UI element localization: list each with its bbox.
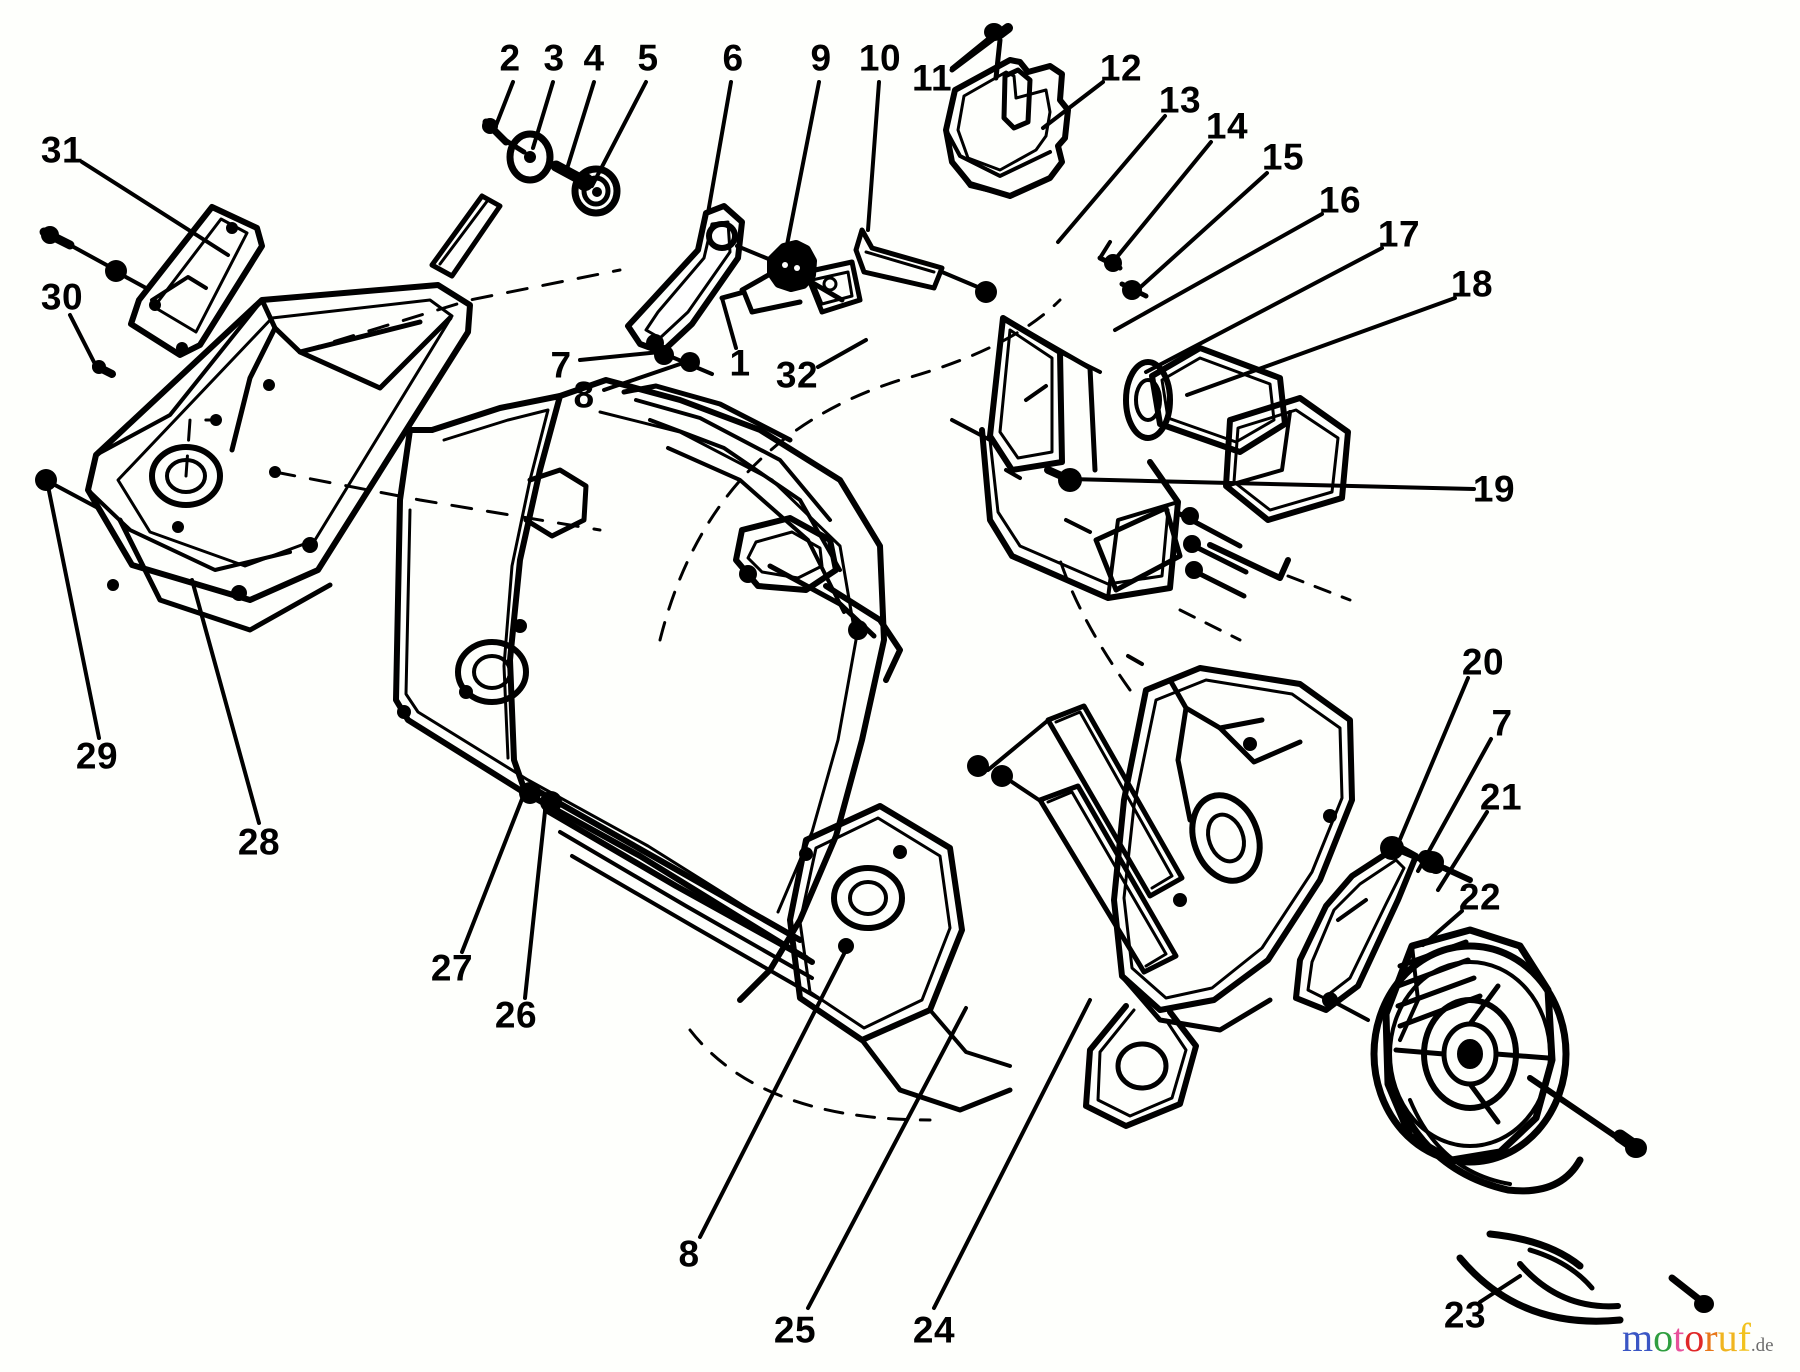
watermark-letter-3: o bbox=[1684, 1315, 1705, 1360]
callout-number-20[interactable]: 20 bbox=[1461, 641, 1505, 683]
hardware-stack-2-5 bbox=[482, 118, 621, 217]
callout-number-17[interactable]: 17 bbox=[1377, 213, 1421, 255]
callout-number-21[interactable]: 21 bbox=[1479, 776, 1523, 818]
callout-number-18[interactable]: 18 bbox=[1450, 263, 1494, 305]
callout-number-28[interactable]: 28 bbox=[237, 821, 281, 863]
callout-number-7b[interactable]: 7 bbox=[1491, 702, 1513, 744]
part-pin-top bbox=[429, 193, 503, 279]
callout-number-14[interactable]: 14 bbox=[1205, 105, 1249, 147]
part-21-cover-plate bbox=[1293, 843, 1419, 1022]
callout-number-22[interactable]: 22 bbox=[1458, 876, 1502, 918]
callout-number-15[interactable]: 15 bbox=[1261, 136, 1305, 178]
callout-number-30[interactable]: 30 bbox=[40, 276, 84, 318]
callout-number-9[interactable]: 9 bbox=[810, 37, 832, 79]
callout-number-23[interactable]: 23 bbox=[1443, 1294, 1487, 1336]
callout-number-16[interactable]: 16 bbox=[1318, 179, 1362, 221]
motoruf-watermark[interactable]: motoruf.de bbox=[1622, 1318, 1774, 1358]
callout-number-7a[interactable]: 7 bbox=[550, 344, 572, 386]
callout-number-13[interactable]: 13 bbox=[1158, 79, 1202, 121]
watermark-letter-0: m bbox=[1622, 1315, 1654, 1360]
part-10-rod bbox=[853, 227, 997, 303]
callout-number-8a[interactable]: 8 bbox=[573, 374, 595, 416]
callout-number-19[interactable]: 19 bbox=[1472, 468, 1516, 510]
callout-number-8c[interactable]: 8 bbox=[678, 1233, 700, 1275]
callout-number-2[interactable]: 2 bbox=[499, 37, 521, 79]
watermark-suffix: .de bbox=[1750, 1335, 1774, 1356]
callout-number-27[interactable]: 27 bbox=[430, 947, 474, 989]
callout-number-26[interactable]: 26 bbox=[494, 994, 538, 1036]
callout-number-31[interactable]: 31 bbox=[40, 129, 84, 171]
callout-number-24[interactable]: 24 bbox=[912, 1309, 956, 1351]
callout-number-32[interactable]: 32 bbox=[775, 354, 819, 396]
part-22-wheel bbox=[1370, 926, 1714, 1325]
part-32-plate bbox=[719, 259, 863, 315]
callout-number-29[interactable]: 29 bbox=[75, 735, 119, 777]
watermark-letter-2: t bbox=[1673, 1315, 1685, 1360]
callout-number-25[interactable]: 25 bbox=[773, 1309, 817, 1351]
watermark-letter-5: u bbox=[1717, 1315, 1738, 1360]
watermark-letter-1: o bbox=[1653, 1315, 1674, 1360]
callout-number-10[interactable]: 10 bbox=[858, 37, 902, 79]
callout-number-1[interactable]: 1 bbox=[729, 342, 751, 384]
callout-number-12[interactable]: 12 bbox=[1099, 47, 1143, 89]
watermark-letter-6: f bbox=[1737, 1315, 1751, 1360]
callout-number-4[interactable]: 4 bbox=[583, 37, 605, 79]
callout-number-11[interactable]: 11 bbox=[911, 57, 953, 99]
callout-number-3[interactable]: 3 bbox=[543, 37, 565, 79]
part-31-bracket bbox=[128, 204, 265, 358]
watermark-letter-4: r bbox=[1704, 1315, 1718, 1360]
callout-number-6[interactable]: 6 bbox=[722, 37, 744, 79]
callout-number-5[interactable]: 5 bbox=[637, 37, 659, 79]
